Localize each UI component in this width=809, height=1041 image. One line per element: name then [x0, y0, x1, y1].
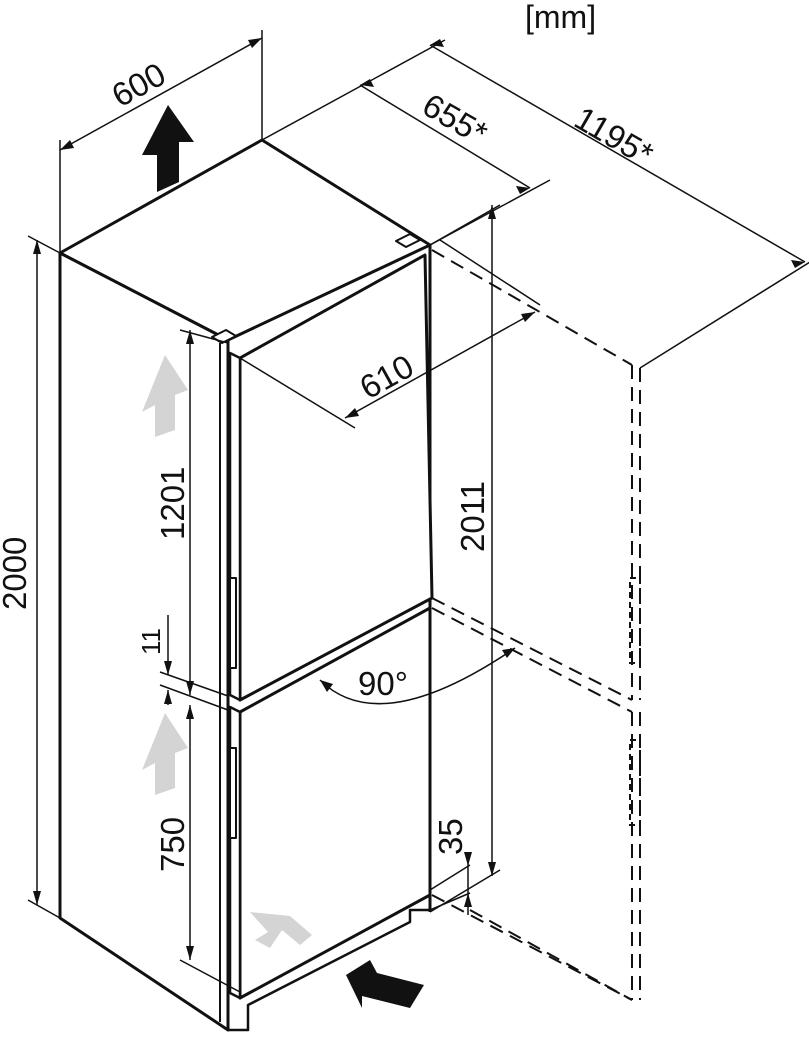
door-angle-label: 90°	[358, 665, 408, 702]
airflow-arrow-upper	[142, 355, 188, 437]
airflow-arrow-bottom	[250, 912, 312, 948]
dim-plinth-label: 35	[432, 818, 469, 855]
dim-width-label: 600	[105, 55, 171, 114]
dim-height-label: 2000	[0, 537, 33, 610]
door-angle-arc	[319, 647, 516, 705]
dim-upper-section-label: 1201	[154, 467, 191, 540]
airflow-arrow-middle	[142, 713, 188, 795]
door-angle-arrow-right	[502, 648, 515, 658]
door-angle-arrow-left	[320, 680, 333, 692]
top-direction-arrow	[142, 105, 194, 192]
dim-lower-section-label: 750	[154, 817, 191, 872]
freezer-door-handle	[229, 747, 237, 839]
dim-depth-open-label: 1195*	[569, 99, 660, 173]
hinge-top-right	[395, 233, 421, 248]
dimension-lines	[27, 30, 809, 993]
freezer-door	[228, 606, 432, 1000]
cabinet-plinth	[228, 908, 430, 1032]
unit-label: [mm]	[525, 0, 596, 35]
bottom-direction-arrow	[346, 960, 424, 1008]
fridge-door-handle	[229, 577, 237, 669]
dimension-arrowheads	[33, 38, 805, 960]
airflow-arrows	[142, 355, 312, 948]
open-door-outline	[431, 249, 641, 1001]
dim-height-hinges-label: 2011	[454, 481, 491, 552]
open-door-handles	[629, 577, 641, 826]
dim-gap-label: 11	[136, 628, 166, 655]
